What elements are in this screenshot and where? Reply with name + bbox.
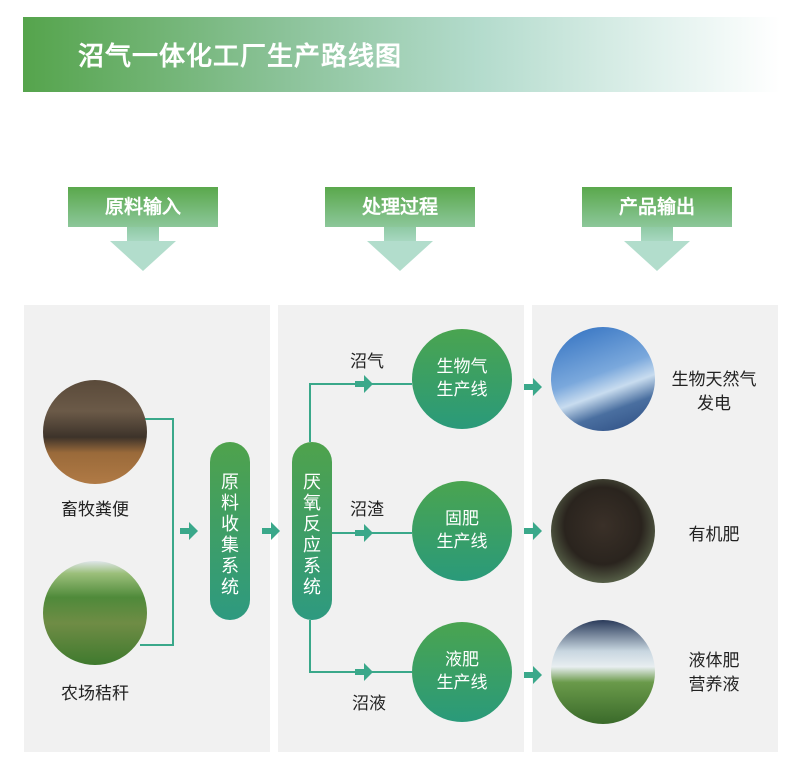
down-arrow-icon [624,241,690,271]
arrow-icon [355,524,373,542]
down-arrow-icon [367,241,433,271]
biogas-production-line: 生物气生产线 [412,329,512,429]
arrow-icon [524,378,542,396]
biogas-label: 沼气 [350,352,384,372]
down-arrow-icon [127,227,159,241]
livestock-manure-photo [43,380,147,484]
liquid-label: 沼液 [352,694,386,714]
arrow-icon [524,522,542,540]
arrow-icon [355,663,373,681]
irrigation-photo [551,620,655,724]
arrow-icon [180,522,198,540]
farm-straw-photo [43,561,147,665]
wind-solar-photo [551,327,655,431]
page-title: 沼气一体化工厂生产路线图 [78,42,403,72]
line-text: 生物气 [436,357,488,377]
liquid-fertilizer-production-line: 液肥生产线 [412,622,512,722]
title-banner: 沼气一体化工厂生产路线图 [23,17,780,92]
arrow-icon [524,666,542,684]
line-text: 生产线 [436,532,488,552]
down-arrow-icon [110,241,176,271]
solid-fertilizer-production-line: 固肥生产线 [412,481,512,581]
arrow-icon [355,375,373,393]
line-text: 固肥 [445,509,479,529]
raw-material-collection-system: 原 料 收 集 系 统 [210,442,250,620]
anaerobic-reaction-system: 厌 氧 反 应 系 统 [292,442,332,620]
section-input-header: 原料输入 [68,187,218,227]
digestate-label: 沼渣 [350,500,384,520]
line-text: 生产线 [436,673,488,693]
line-text: 液肥 [445,650,479,670]
line-text: 生产线 [436,380,488,400]
section-output-header: 产品输出 [582,187,732,227]
product-label: 生物天然气 发电 [671,370,757,414]
biogas-line [309,383,412,442]
liquid-line [309,620,412,673]
product-label: 有机肥 [688,525,740,545]
organic-fertilizer-photo [551,479,655,583]
arrow-icon [262,522,280,540]
product-label: 液体肥 营养液 [688,651,740,695]
input-bracket-line [140,418,174,646]
input-label: 农场秸秆 [61,684,129,704]
down-arrow-icon [384,227,416,241]
down-arrow-icon [641,227,673,241]
input-label: 畜牧粪便 [61,500,129,520]
section-process-header: 处理过程 [325,187,475,227]
